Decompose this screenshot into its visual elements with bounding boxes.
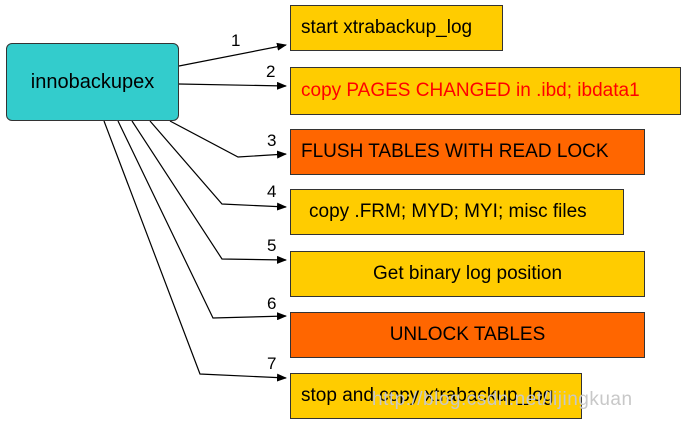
- innobackupex-node: innobackupex: [6, 43, 179, 121]
- step-1-number: 1: [231, 31, 241, 50]
- step-1-label: start xtrabackup_log: [301, 17, 473, 38]
- arrow-4: [149, 120, 287, 211]
- step-3-label: FLUSH TABLES WITH READ LOCK: [301, 141, 609, 162]
- step-4-number: 4: [267, 182, 277, 201]
- step-6-box: UNLOCK TABLES: [290, 312, 645, 358]
- step-2-box: copy PAGES CHANGED in .ibd; ibdata1: [290, 67, 681, 115]
- step-7-box: stop and copy xtrabackup_log: [290, 373, 582, 419]
- step-6-number: 6: [267, 294, 277, 313]
- arrow-5: [131, 120, 287, 264]
- step-5-number: 5: [267, 236, 277, 255]
- step-4-label: copy .FRM; MYD; MYI; misc files: [309, 201, 587, 222]
- step-7-number: 7: [267, 354, 277, 373]
- innobackupex-label: innobackupex: [30, 70, 155, 93]
- arrow-7: [103, 120, 287, 382]
- step-2-label: copy PAGES CHANGED in .ibd; ibdata1: [301, 80, 640, 101]
- arrow-3: [169, 120, 287, 159]
- step-1-box: start xtrabackup_log: [290, 5, 503, 51]
- step-5-label: Get binary log position: [372, 263, 563, 284]
- arrow-6: [117, 120, 287, 321]
- step-3-number: 3: [267, 131, 277, 150]
- step-6-label: UNLOCK TABLES: [389, 324, 546, 345]
- step-5-box: Get binary log position: [290, 251, 645, 297]
- step-3-box: FLUSH TABLES WITH READ LOCK: [290, 129, 645, 175]
- watermark: http://blog.csdn.net/lijingkuan: [372, 389, 633, 410]
- step-7-label: stop and copy xtrabackup_log: [301, 385, 554, 406]
- arrow-2: [178, 81, 287, 90]
- arrow-1: [178, 42, 287, 67]
- step-2-number: 2: [266, 62, 276, 81]
- step-4-box: copy .FRM; MYD; MYI; misc files: [290, 189, 624, 235]
